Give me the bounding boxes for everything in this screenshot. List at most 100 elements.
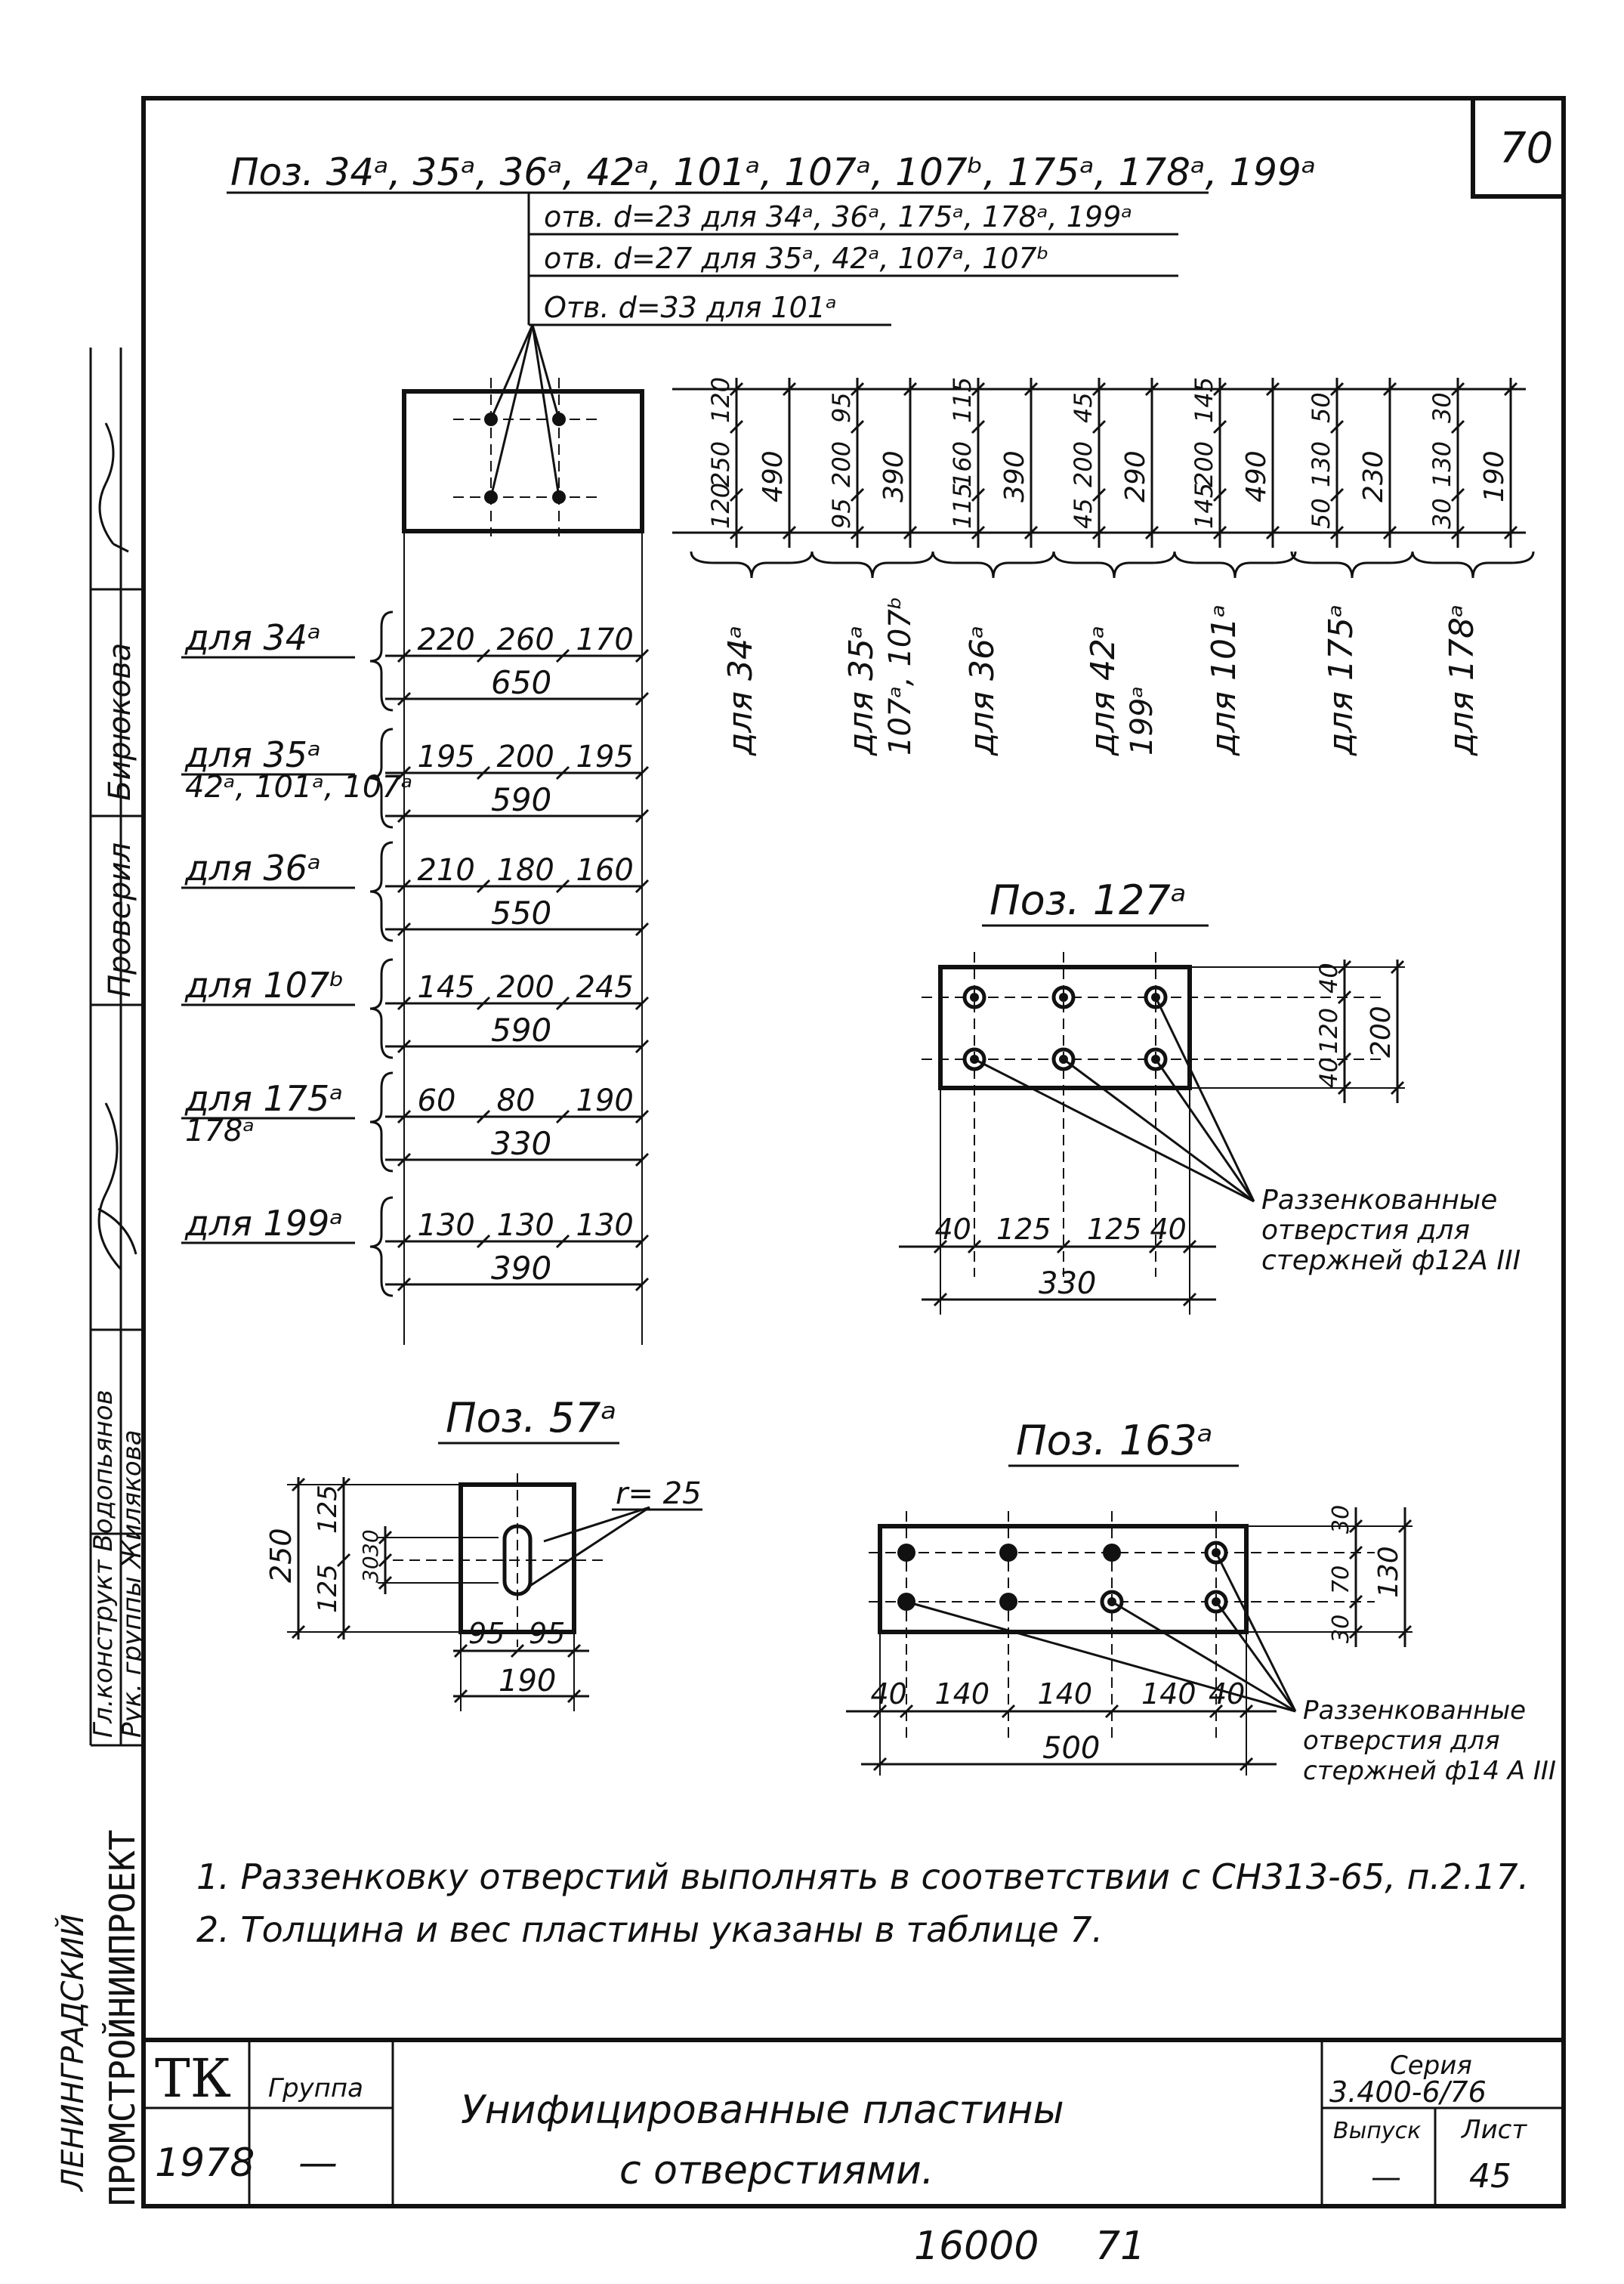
vset-total: 390 [878,450,909,502]
plan-row-dim-value: 130 [576,1208,634,1243]
vset-dim-value: 120 [706,483,735,529]
dim-tick [336,1553,351,1568]
h-dim-value: 125 [1087,1213,1142,1246]
note-1: 1. Раззенковку отверстий выполнять в соо… [196,1856,1529,1897]
vset-tick [1023,525,1039,540]
plan-row-tick [634,691,650,706]
vset-dim-value: 130 [1428,441,1456,487]
plan-row-total: 590 [491,781,551,818]
plan-row-dim-value: 210 [418,853,475,888]
plan-row-tick [634,1277,650,1292]
plan-row-tick [397,879,412,894]
vset-tick [850,382,865,397]
plan-row-total: 390 [491,1250,551,1287]
plan-row-tick [555,648,570,663]
plan-row-dim-value: 195 [418,740,475,774]
vset-tick [1265,525,1280,540]
plan-row-dim-value: 190 [576,1083,634,1118]
plan-row-dim-value: 220 [418,623,475,657]
plan-row-tick [397,1109,412,1124]
vset-tick [1450,487,1465,502]
corner-number: 70 [1499,124,1553,173]
org-name-top: ЛЕНИНГРАДСКИЙ [54,1914,91,2193]
plan-row-label: для 35ᵃ [184,734,321,775]
vset-tick [971,487,986,502]
plan-row-brace [369,958,394,1059]
plan-row-dim-value: 200 [497,740,554,774]
vset-brace [810,551,934,579]
vset-label: для 34ᵃ [721,626,760,756]
plan-row-dim-value: 170 [576,623,634,657]
plan-row-tick [634,1109,650,1124]
vset-dim-value: 95 [827,498,856,529]
vset-tick [1265,382,1280,397]
vset-total: 190 [1479,450,1510,502]
hole-center [970,993,979,1002]
vset-dim-value: 50 [1307,392,1335,423]
signature-2 [97,1102,137,1271]
plan-row-total: 330 [491,1125,551,1162]
plan-row-label: для 175ᵃ [184,1078,343,1119]
vset-tick [850,419,865,434]
vset-tick [850,487,865,502]
plan-row-total: 650 [491,664,551,701]
plan-row-total: 590 [491,1012,551,1049]
vset-dim-value: 200 [1069,441,1098,487]
plan-row-tick [634,1234,650,1249]
tb-series-label: Серия [1390,2051,1472,2081]
vset-total: 490 [1241,450,1272,502]
vset-tick [850,525,865,540]
dim-tick [510,1643,525,1658]
vset-tick [903,525,918,540]
plan-row-dim-value: 60 [418,1083,456,1118]
plan-row-tick [397,648,412,663]
plan-row-label-2: 42ᵃ, 101ᵃ, 107ᵃ [185,770,412,805]
plan-row-tick [397,1152,412,1167]
poz127-note-2: отверстия для [1261,1215,1470,1246]
hole-line-3: Отв. d=33 для 101ᵃ [544,291,837,324]
plan-row-tick [634,922,650,937]
plan-row-dim-value: 245 [576,970,634,1005]
plan-row-dim-value: 180 [497,853,554,888]
plan-row-tick [476,765,491,780]
vset-brace [1173,551,1297,579]
vset-label: для 36ᵃ [963,626,1002,756]
vset-total: 390 [999,450,1030,502]
plan-row-brace [369,841,394,942]
plan-row-label: для 107ᵇ [184,965,344,1006]
stamp-checked: Проверил [103,842,137,997]
plan-row-tick [397,1234,412,1249]
vset-tick [1329,382,1345,397]
vset-dim-value: 160 [948,441,977,487]
h-dim-value: 125 [996,1213,1051,1246]
vset-label: для 178ᵃ [1443,604,1481,756]
tb-year: 1978 [155,2140,255,2186]
vset-tick [1212,525,1227,540]
v-dim-value: 120 [1314,1008,1343,1054]
vset-tick [782,382,797,397]
vset-dim-value: 200 [827,441,856,487]
dim-tick [1348,1594,1363,1609]
plate-generic [402,324,644,1345]
vset-tick [1382,382,1397,397]
plan-row-tick [634,765,650,780]
plan-row-brace [369,1071,394,1173]
vset-dim-value: 95 [827,392,856,423]
vset-dim-value: 30 [1428,498,1456,529]
tb-sheet-label: Лист [1460,2115,1527,2145]
poz127-title: Поз. 127ᵃ [990,876,1187,924]
vset-tick [1329,525,1345,540]
tb-issue-value: — [1371,2160,1401,2195]
plan-row-dim-value: 145 [418,970,475,1005]
v-small-value: 30 [358,1556,383,1583]
vset-tick [1382,525,1397,540]
plan-row-tick [476,1109,491,1124]
header-title: Поз. 34ᵃ, 35ᵃ, 36ᵃ, 42ᵃ, 101ᵃ, 107ᵃ, 107… [230,150,1316,194]
h-dim-value: 95 [468,1617,505,1650]
tb-issue-label: Выпуск [1333,2118,1421,2144]
vset-tick [1091,525,1107,540]
